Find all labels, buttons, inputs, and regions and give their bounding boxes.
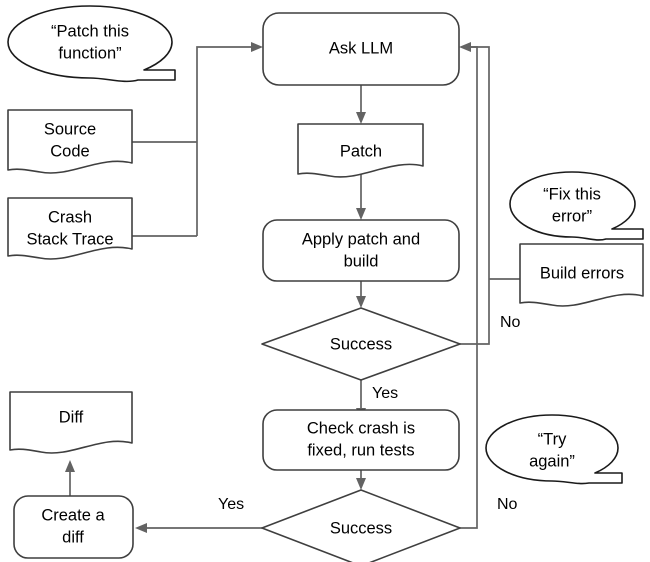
process-shape xyxy=(13,495,134,559)
edge-label-no-tests: No xyxy=(497,496,518,513)
arrowhead-into-diff xyxy=(65,460,75,472)
arrowhead-into-create-diff xyxy=(135,523,147,533)
edge-success-build-no-to-ask-llm xyxy=(460,46,490,345)
process-check-crash-fixed: Check crash is fixed, run tests xyxy=(262,409,460,471)
arrowhead-into-apply xyxy=(356,208,366,220)
decision-label: Success xyxy=(330,335,392,353)
document-build-errors: Build errors xyxy=(519,243,644,307)
document-patch: Patch xyxy=(297,123,424,178)
edge-label-yes-build: Yes xyxy=(372,385,398,402)
decision-success-tests: Success xyxy=(261,489,461,562)
document-label: Build errors xyxy=(540,264,624,282)
arrowhead-into-success-tests xyxy=(356,478,366,490)
bubble-line-2: error” xyxy=(552,207,592,225)
document-diff: Diff xyxy=(9,391,133,454)
bubble-fix-this-error: “Fix this error” xyxy=(509,171,644,241)
document-label: Patch xyxy=(340,142,382,160)
process-label-line-1: Apply patch and xyxy=(302,230,420,248)
decision-shape xyxy=(261,307,461,381)
edge-success-tests-no-to-ask-llm xyxy=(460,46,478,529)
edge-trunk-to-ask-llm xyxy=(196,46,255,236)
document-shape xyxy=(7,197,133,260)
edge-label-no-build: No xyxy=(500,314,521,331)
bubble-line-2: again” xyxy=(529,452,575,470)
process-shape xyxy=(262,409,460,471)
decision-label: Success xyxy=(330,519,392,537)
process-label-line-1: Create a xyxy=(41,506,105,524)
document-label-line-2: Stack Trace xyxy=(26,230,113,248)
bubble-line-1: “Fix this xyxy=(543,185,601,203)
document-shape xyxy=(9,391,133,454)
bubble-line-1: “Try xyxy=(538,430,567,448)
process-create-a-diff: Create a diff xyxy=(13,495,134,559)
arrowhead-into-patch xyxy=(356,112,366,124)
document-crash-stack-trace: Crash Stack Trace xyxy=(7,197,133,260)
arrowhead-into-ask-llm xyxy=(251,42,263,52)
edge-label-yes-tests: Yes xyxy=(218,496,244,513)
bubble-shape xyxy=(509,171,644,241)
process-label-line-2: build xyxy=(344,252,379,270)
process-apply-patch-and-build: Apply patch and build xyxy=(262,219,460,282)
process-label-line-2: fixed, run tests xyxy=(307,441,414,459)
document-label: Diff xyxy=(59,408,84,426)
document-source-code: Source Code xyxy=(7,109,133,174)
connectors xyxy=(65,42,520,533)
process-shape xyxy=(262,12,460,86)
process-label-line-2: diff xyxy=(62,528,84,546)
bubble-line-2: function” xyxy=(58,44,121,62)
bubble-shape xyxy=(7,5,176,83)
decision-shape xyxy=(261,489,461,562)
decision-success-build: Success xyxy=(261,307,461,381)
bubble-try-again: “Try again” xyxy=(485,414,623,485)
arrowhead-into-success-build xyxy=(356,296,366,308)
document-shape xyxy=(297,123,424,178)
process-label: Ask LLM xyxy=(329,39,393,57)
bubble-patch-this-function: “Patch this function” xyxy=(7,5,176,83)
document-label-line-1: Source xyxy=(44,120,96,138)
arrowhead-into-ask-llm-right-a xyxy=(459,42,471,52)
document-shape xyxy=(7,109,133,174)
process-label-line-1: Check crash is xyxy=(307,419,415,437)
process-ask-llm: Ask LLM xyxy=(262,12,460,86)
process-shape xyxy=(262,219,460,282)
document-label-line-2: Code xyxy=(50,142,89,160)
document-label-line-1: Crash xyxy=(48,208,92,226)
document-shape xyxy=(519,243,644,307)
bubble-line-1: “Patch this xyxy=(51,22,129,40)
bubble-shape xyxy=(485,414,623,485)
